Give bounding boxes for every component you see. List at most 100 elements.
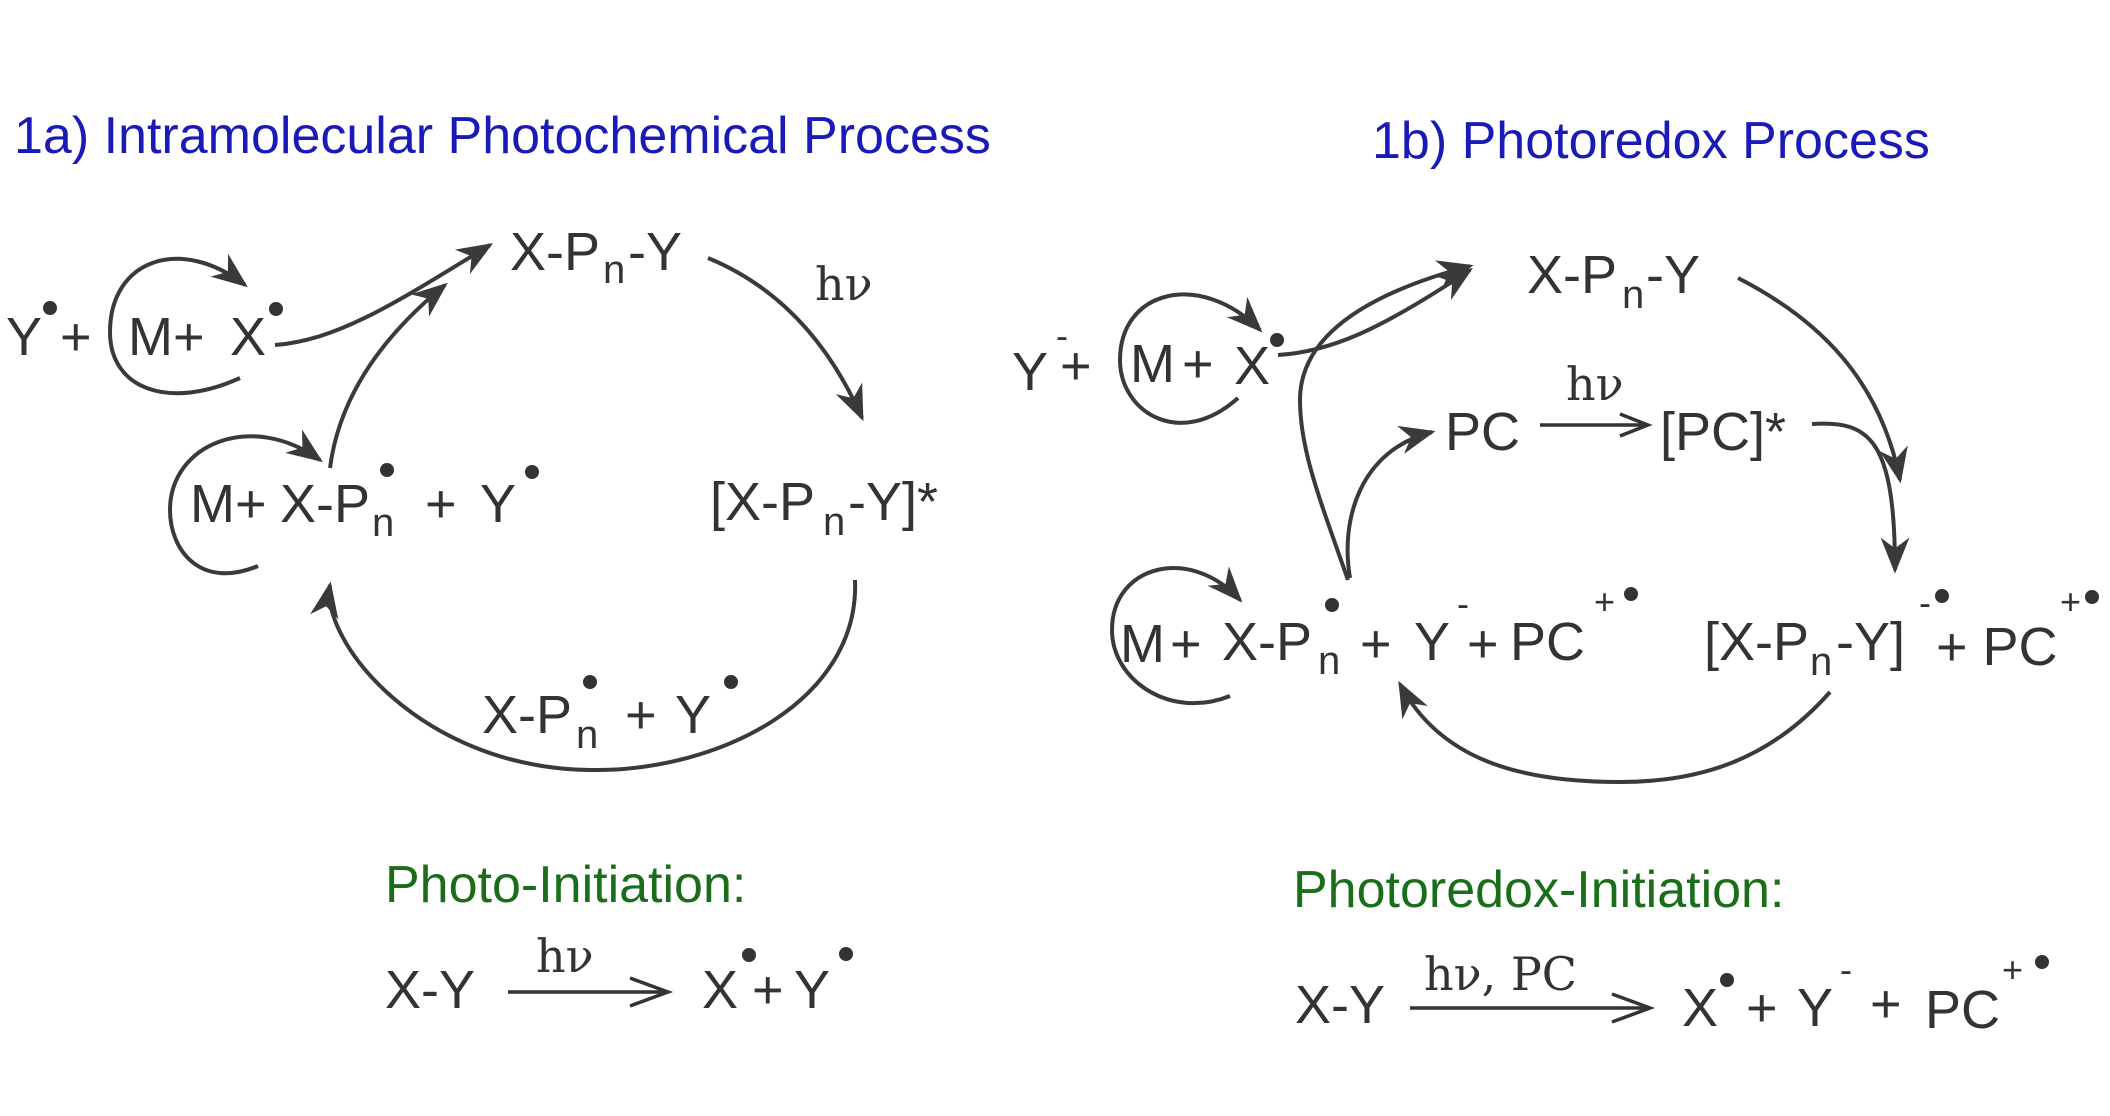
pc-excitation-arrowhead [1619, 412, 1653, 438]
panel-a-initiation-title: Photo-Initiation: [385, 856, 746, 914]
radical-dot [1935, 589, 1949, 603]
top-species-x-p: X-P [1527, 245, 1617, 305]
panel-a-title: 1a) Intramolecular Photochemical Process [14, 107, 991, 165]
radical-dot [724, 675, 738, 689]
monomer-init-plus-2: + [1182, 334, 1214, 394]
radical-dot [839, 947, 853, 961]
initiation-product-x: X [702, 960, 738, 1020]
radical-dot [525, 465, 539, 479]
initiation-product-x: X [1682, 978, 1718, 1038]
propagation-x-p: X-P [1222, 612, 1312, 672]
propagation-y: Y [480, 474, 516, 534]
excited-subscript-n: n [823, 500, 845, 544]
initiation-product-y: Y [1797, 978, 1833, 1038]
monomer-init-x: X [1234, 336, 1270, 396]
arrow-reversible-capping [328, 282, 448, 469]
panel-a-initiation-equation: X-Y hν X + Y [385, 929, 853, 1020]
initiation-pc-charge: + [2002, 949, 2023, 990]
radical-dot [269, 302, 283, 316]
pc-excited: [PC]* [1660, 402, 1786, 462]
radical-pair-x-p: X-P [482, 685, 572, 745]
radical-pair-y: Y [675, 685, 711, 745]
initiation-product-y: Y [794, 960, 830, 1020]
arrow-photoexcitation [707, 256, 864, 422]
propagation-plus-2: + [1360, 614, 1392, 674]
radical-dot [1325, 598, 1339, 612]
radical-dot [43, 301, 57, 315]
top-species-y: -Y [628, 222, 682, 282]
panel-b-initiation-equation: X-Y hν, PC X + Y - + PC + [1295, 947, 2049, 1040]
monomer-init-plus: + [60, 307, 92, 367]
initiation-over-arrow: hν, PC [1424, 947, 1577, 1001]
reduced-plus-pc: + PC [1936, 617, 2058, 677]
monomer-init-m: M [1130, 334, 1175, 394]
initiation-plus-1: + [1746, 978, 1778, 1038]
reduced-open: [X-P [1704, 612, 1809, 672]
arrow-fragmentation [1398, 680, 1832, 785]
propagation-m: M+ [190, 474, 267, 534]
arrow-bond-cleavage [310, 579, 858, 773]
radical-dot [380, 463, 394, 477]
panel-a: 1a) Intramolecular Photochemical Process… [6, 107, 991, 1020]
arrow-monomer-addition-loop [1117, 292, 1263, 425]
arrow-pc-regeneration [1345, 425, 1436, 579]
panel-b-title: 1b) Photoredox Process [1372, 112, 1930, 170]
radical-dot [1270, 333, 1284, 347]
panel-b-top-species: X-P n -Y [1527, 245, 1700, 317]
excited-close: -Y]* [848, 472, 938, 532]
panel-a-excited-species: [X-P n -Y]* [710, 472, 938, 544]
initiation-y-minus: - [1840, 949, 1852, 990]
panel-b: 1b) Photoredox Process X-P n -Y PC hν [P… [1012, 112, 2099, 1040]
arrow-electron-transfer [1811, 421, 1910, 574]
top-species-x-p: X-P [510, 222, 600, 282]
panel-b-pc-excitation: PC hν [PC]* [1445, 357, 1786, 462]
initiation-reactant: X-Y [385, 960, 475, 1020]
initiation-plus-2: + [1870, 974, 1902, 1034]
arrow-capping-from-monomer [274, 243, 494, 347]
radical-dot [2035, 955, 2049, 969]
hv-label: hν [815, 257, 873, 311]
monomer-init-y: Y [1012, 342, 1048, 402]
initiation-plus: + [752, 960, 784, 1020]
initiation-over-arrow: hν [536, 929, 594, 983]
arrow-deactivation-to-dormant [1297, 260, 1474, 581]
arrow-propagation-loop [1109, 566, 1243, 706]
initiation-reactant: X-Y [1295, 975, 1385, 1035]
panel-a-monomer-init: Y + M+ X [6, 301, 283, 367]
reduced-subscript-n: n [1810, 640, 1832, 684]
radical-dot [583, 675, 597, 689]
pc-hv: hν [1566, 357, 1624, 411]
monomer-init-x: X [230, 307, 266, 367]
panel-b-initiation-title: Photoredox-Initiation: [1293, 861, 1784, 919]
initiation-arrowhead [1611, 992, 1656, 1024]
propagation-subscript-n: n [372, 501, 394, 545]
monomer-init-y-minus: - [1056, 315, 1068, 356]
propagation-m: M [1120, 614, 1165, 674]
propagation-pc-charge: + [1594, 581, 1615, 622]
initiation-product-pc: PC [1925, 980, 2000, 1040]
radical-dot [1624, 587, 1638, 601]
radical-dot [1720, 973, 1734, 987]
propagation-plus-3: + [1467, 614, 1499, 674]
top-species-subscript-n: n [603, 248, 625, 292]
propagation-subscript-n: n [1318, 639, 1340, 683]
panel-a-propagation: M+ X-P n + Y [190, 463, 539, 545]
initiation-arrowhead [629, 976, 674, 1008]
reduced-close: -Y] [1836, 612, 1905, 672]
radical-pair-plus: + [625, 685, 657, 745]
top-species-y: -Y [1646, 245, 1700, 305]
radical-dot [2085, 590, 2099, 604]
arrow-propagation-loop [167, 429, 323, 576]
propagation-x-p: X-P [280, 474, 370, 534]
panel-a-top-species: X-P n -Y [510, 222, 682, 292]
propagation-plus: + [425, 474, 457, 534]
panel-b-propagation: M + X-P n + Y - + PC + [1120, 581, 1638, 683]
panel-b-monomer-init: Y - + M + X [1012, 315, 1284, 402]
reduced-minus: - [1919, 582, 1931, 623]
radical-pair-subscript-n: n [576, 713, 598, 757]
propagation-y: Y [1414, 612, 1450, 672]
propagation-plus-1: + [1170, 614, 1202, 674]
propagation-pc: PC [1510, 612, 1585, 672]
arrow-capping-from-monomer [1277, 268, 1473, 357]
